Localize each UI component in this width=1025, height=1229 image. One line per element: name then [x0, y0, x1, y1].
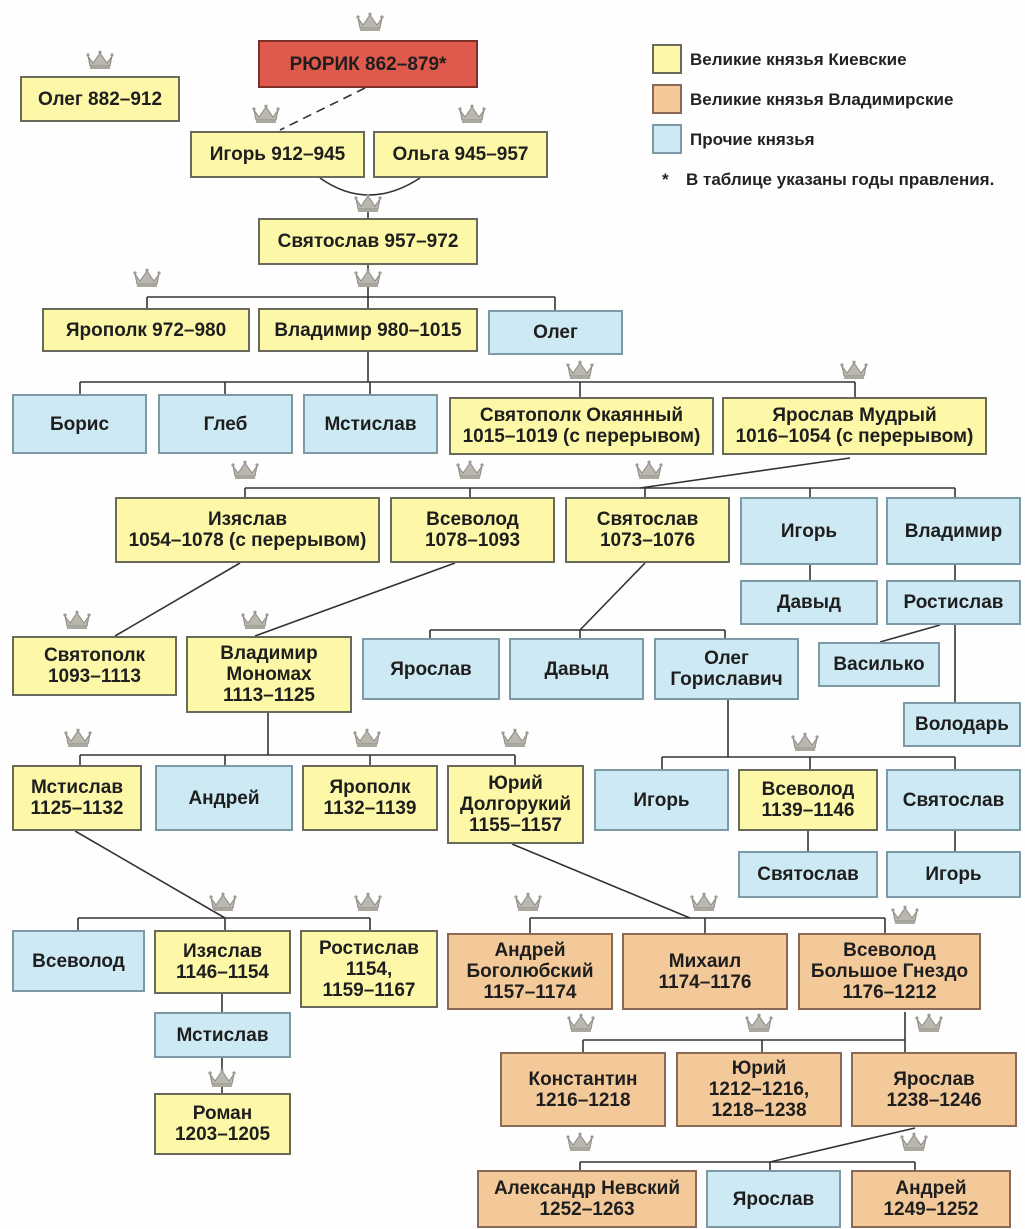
node-vasilko: Василько	[818, 642, 940, 687]
node-igor-3: Игорь	[594, 769, 729, 831]
node-yaroslav-1238: Ярослав 1238–1246	[851, 1052, 1017, 1127]
node-yaropolk-1132: Ярополк 1132–1139	[302, 765, 438, 831]
legend-swatch-other	[652, 124, 682, 154]
crown-icon	[456, 460, 484, 479]
crown-icon	[567, 1013, 595, 1032]
node-rostislav-1154: Ростислав 1154, 1159–1167	[300, 930, 438, 1008]
node-izyaslav-1146: Изяслав 1146–1154	[154, 930, 291, 994]
crown-icon	[252, 104, 280, 123]
crown-icon	[133, 268, 161, 287]
node-mikhail: Михаил 1174–1176	[622, 933, 788, 1010]
node-vladimir-980: Владимир 980–1015	[258, 308, 478, 352]
crown-icon	[690, 892, 718, 911]
node-svyatoslav-3: Святослав	[886, 769, 1021, 831]
crown-icon	[791, 732, 819, 751]
crown-icon	[891, 905, 919, 924]
node-roman: Роман 1203–1205	[154, 1093, 291, 1155]
node-olga: Ольга 945–957	[373, 131, 548, 178]
node-gleb: Глеб	[158, 394, 293, 454]
node-igor-912: Игорь 912–945	[190, 131, 365, 178]
node-izyaslav-1054: Изяслав 1054–1078 (с перерывом)	[115, 497, 380, 563]
node-konstantin: Константин 1216–1218	[500, 1052, 666, 1127]
node-rostislav-1: Ростислав	[886, 580, 1021, 625]
crown-icon	[745, 1013, 773, 1032]
crown-icon	[566, 360, 594, 379]
node-vsevolod-1139: Всеволод 1139–1146	[738, 769, 878, 831]
crown-icon	[458, 104, 486, 123]
crown-icon	[231, 460, 259, 479]
crown-icon	[63, 610, 91, 629]
node-vsevolod-bolshoe-gnezdo: Всеволод Большое Гнездо 1176–1212	[798, 933, 981, 1010]
crown-icon	[840, 360, 868, 379]
node-david-1: Давыд	[740, 580, 878, 625]
node-andrey-1249: Андрей 1249–1252	[851, 1170, 1011, 1228]
crown-icon	[241, 610, 269, 629]
node-yaroslav-2: Ярослав	[362, 638, 500, 700]
crown-icon	[354, 193, 382, 212]
node-oleg-gorislavich: Олег Гориславич	[654, 638, 799, 700]
node-yaroslav-4: Ярослав	[706, 1170, 841, 1228]
crown-icon	[86, 50, 114, 69]
node-yuri-dolgoruky: Юрий Долгорукий 1155–1157	[447, 765, 584, 844]
legend-note-star: *	[662, 170, 669, 189]
node-yuri-1212: Юрий 1212–1216, 1218–1238	[676, 1052, 842, 1127]
node-oleg-882: Олег 882–912	[20, 76, 180, 122]
crown-icon	[566, 1132, 594, 1151]
node-yaropolk-972: Ярополк 972–980	[42, 308, 250, 352]
crown-icon	[501, 728, 529, 747]
node-svyatoslav-1073: Святослав 1073–1076	[565, 497, 730, 563]
legend-label-kiev: Великие князья Киевские	[690, 50, 907, 69]
node-svyatoslav-4: Святослав	[738, 851, 878, 898]
node-alexander-nevsky: Александр Невский 1252–1263	[477, 1170, 697, 1228]
crown-icon	[208, 1068, 236, 1087]
node-volodar: Володарь	[903, 702, 1021, 747]
node-mstislav-1125: Мстислав 1125–1132	[12, 765, 142, 831]
node-igor-4: Игорь	[886, 851, 1021, 898]
node-andrey-bogolyubsky: Андрей Боголюбский 1157–1174	[447, 933, 613, 1010]
legend-swatch-kiev	[652, 44, 682, 74]
node-david-2: Давыд	[509, 638, 644, 700]
crown-icon	[915, 1013, 943, 1032]
crown-icon	[635, 460, 663, 479]
node-vsevolod-1078: Всеволод 1078–1093	[390, 497, 555, 563]
node-svyatoslav-957: Святослав 957–972	[258, 218, 478, 265]
node-svyatopolk-1093: Святополк 1093–1113	[12, 636, 177, 696]
node-oleg-2: Олег	[488, 310, 623, 355]
node-vladimir-2: Владимир	[886, 497, 1021, 565]
node-vladimir-monomakh: Владимир Мономах 1113–1125	[186, 636, 352, 713]
node-mstislav-3: Мстислав	[154, 1012, 291, 1058]
node-svyatopolk-okayanny: Святополк Окаянный 1015–1019 (с перерыво…	[449, 397, 714, 455]
node-igor-2: Игорь	[740, 497, 878, 565]
crown-icon	[514, 892, 542, 911]
node-mstislav-1: Мстислав	[303, 394, 438, 454]
node-boris: Борис	[12, 394, 147, 454]
crown-icon	[900, 1132, 928, 1151]
crown-icon	[356, 12, 384, 31]
legend-label-vladimir: Великие князья Владимирские	[690, 90, 954, 109]
crown-icon	[353, 728, 381, 747]
legend-note: В таблице указаны годы правления.	[686, 170, 995, 189]
node-andrey-1: Андрей	[155, 765, 293, 831]
crown-icon	[64, 728, 92, 747]
legend-swatch-vladimir	[652, 84, 682, 114]
node-vsevolod-3: Всеволод	[12, 930, 145, 992]
crown-icon	[209, 892, 237, 911]
crown-icon	[354, 892, 382, 911]
crown-icon	[354, 268, 382, 287]
legend-label-other: Прочие князья	[690, 130, 815, 149]
node-rurik: РЮРИК 862–879*	[258, 40, 478, 88]
node-yaroslav-mudry: Ярослав Мудрый 1016–1054 (с перерывом)	[722, 397, 987, 455]
